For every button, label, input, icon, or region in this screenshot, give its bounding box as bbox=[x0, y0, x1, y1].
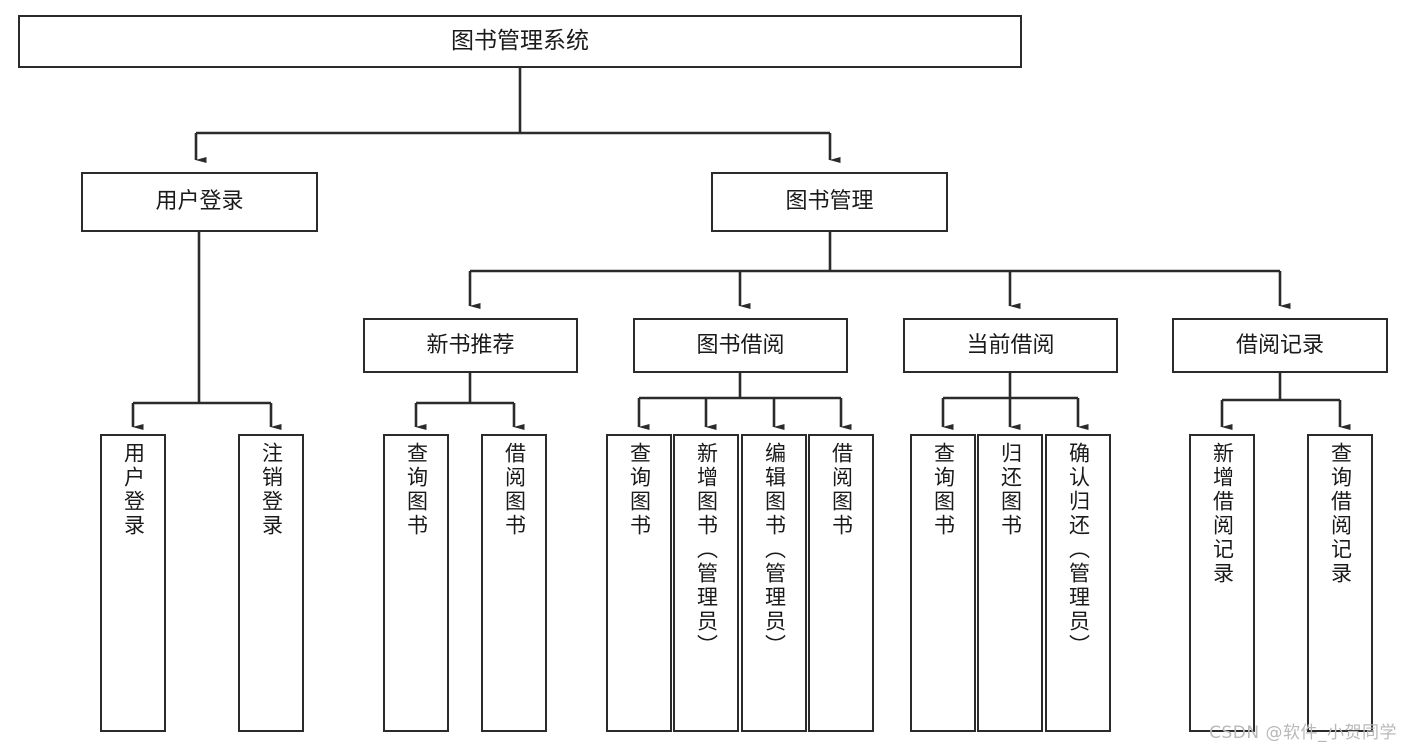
node-label: 查询图书 bbox=[404, 442, 429, 538]
leaf-borrow-edit-book[interactable]: 编辑图书（管理员） bbox=[741, 434, 807, 732]
leaf-record-query[interactable]: 查询借阅记录 bbox=[1307, 434, 1373, 732]
node-current-borrow[interactable]: 当前借阅 bbox=[903, 318, 1118, 373]
node-borrow-record[interactable]: 借阅记录 bbox=[1172, 318, 1388, 373]
node-label: 用户登录 bbox=[121, 442, 146, 538]
node-label: 查询图书 bbox=[627, 442, 652, 538]
leaf-record-add[interactable]: 新增借阅记录 bbox=[1189, 434, 1255, 732]
node-label: 图书借阅 bbox=[696, 332, 785, 358]
node-label: 新书推荐 bbox=[426, 332, 515, 358]
node-label: 查询图书 bbox=[931, 442, 956, 538]
leaf-user-login-signin[interactable]: 用户登录 bbox=[100, 434, 166, 732]
node-label: 编辑图书（管理员） bbox=[762, 442, 787, 658]
leaf-current-query-book[interactable]: 查询图书 bbox=[910, 434, 976, 732]
node-book-borrow[interactable]: 图书借阅 bbox=[633, 318, 848, 373]
leaf-borrow-query-book[interactable]: 查询图书 bbox=[606, 434, 672, 732]
node-root-system[interactable]: 图书管理系统 bbox=[18, 15, 1022, 68]
leaf-borrow-add-book[interactable]: 新增图书（管理员） bbox=[673, 434, 739, 732]
watermark-text: CSDN @软件_小贺同学 bbox=[1209, 723, 1397, 743]
leaf-borrow-borrow-book[interactable]: 借阅图书 bbox=[808, 434, 874, 732]
node-label: 归还图书 bbox=[998, 442, 1023, 538]
node-book-management[interactable]: 图书管理 bbox=[711, 172, 948, 232]
node-label: 图书管理 bbox=[785, 189, 874, 215]
leaf-user-login-signout[interactable]: 注销登录 bbox=[238, 434, 304, 732]
node-label: 新增借阅记录 bbox=[1210, 442, 1235, 586]
node-label: 注销登录 bbox=[259, 442, 284, 538]
node-label: 当前借阅 bbox=[966, 332, 1055, 358]
node-user-login[interactable]: 用户登录 bbox=[81, 172, 318, 232]
node-new-book-recommend[interactable]: 新书推荐 bbox=[363, 318, 578, 373]
leaf-current-return-book[interactable]: 归还图书 bbox=[977, 434, 1043, 732]
node-label: 新增图书（管理员） bbox=[694, 442, 719, 658]
node-label: 借阅记录 bbox=[1235, 332, 1324, 358]
node-label: 借阅图书 bbox=[829, 442, 854, 538]
node-label: 用户登录 bbox=[155, 189, 244, 215]
node-label: 确认归还（管理员） bbox=[1066, 442, 1091, 658]
node-label: 查询借阅记录 bbox=[1328, 442, 1353, 586]
node-label: 借阅图书 bbox=[502, 442, 527, 538]
leaf-new-book-borrow[interactable]: 借阅图书 bbox=[481, 434, 547, 732]
leaf-new-book-query[interactable]: 查询图书 bbox=[383, 434, 449, 732]
leaf-current-confirm-return[interactable]: 确认归还（管理员） bbox=[1045, 434, 1111, 732]
node-label: 图书管理系统 bbox=[451, 28, 589, 55]
